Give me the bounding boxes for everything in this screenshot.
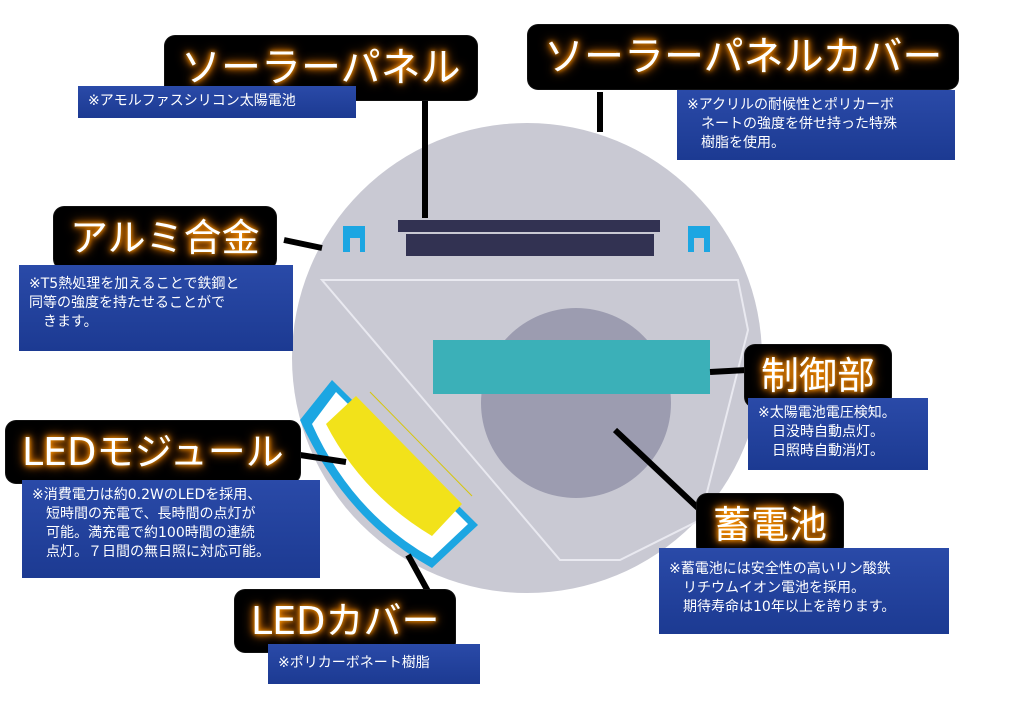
controller-title: 制御部 bbox=[745, 345, 892, 407]
solar-panel-cell bbox=[406, 234, 654, 256]
controller-board bbox=[433, 340, 710, 394]
pointer-led-module bbox=[299, 452, 347, 465]
pointer-aluminum bbox=[283, 237, 323, 251]
led-module-desc: ※消費電力は約0.2WのLEDを採用、 短時間の充電で、長時間の点灯が 可能。満… bbox=[22, 480, 320, 578]
solar-cover-title: ソーラーパネルカバー bbox=[528, 25, 959, 89]
aluminum-title: アルミ合金 bbox=[54, 207, 276, 269]
led-module bbox=[326, 396, 462, 536]
led-cover-title: LEDカバー bbox=[235, 590, 456, 652]
pointer-led-cover bbox=[405, 553, 433, 597]
aluminum-desc: ※T5熱処理を加えることで鉄鋼と 同等の強度を持たせることがで きます。 bbox=[19, 265, 293, 351]
solar-panel-desc: ※アモルファスシリコン太陽電池 bbox=[78, 86, 356, 118]
led-module-title: LEDモジュール bbox=[6, 421, 300, 483]
battery-title: 蓄電池 bbox=[697, 494, 844, 556]
solar-panel-plate bbox=[398, 220, 660, 232]
controller-desc: ※太陽電池電圧検知。 日没時自動点灯。 日照時自動消灯。 bbox=[748, 398, 928, 470]
led-cover-desc: ※ポリカーボネート樹脂 bbox=[268, 644, 480, 684]
solar-cover-desc: ※アクリルの耐候性とポリカーボ ネートの強度を併せ持った特殊 樹脂を使用。 bbox=[677, 90, 955, 160]
pointer-battery bbox=[612, 427, 701, 511]
pointer-controller bbox=[709, 367, 748, 375]
battery-cell bbox=[481, 308, 671, 498]
battery-desc: ※蓄電池には安全性の高いリン酸鉄 リチウムイオン電池を採用。 期待寿命は10年以… bbox=[659, 548, 949, 634]
